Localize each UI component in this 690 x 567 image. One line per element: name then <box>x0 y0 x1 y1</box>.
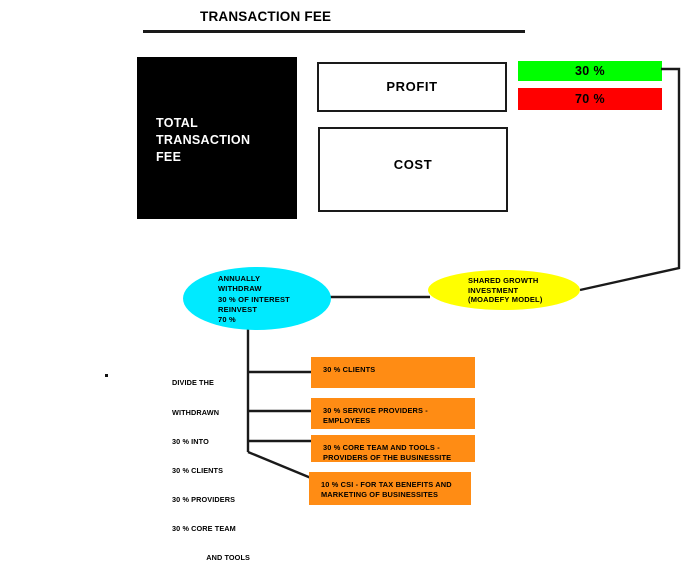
divide-legend-line: AND TOOLS <box>206 553 250 563</box>
total-transaction-fee-label: TOTAL TRANSACTION FEE <box>156 116 251 164</box>
allocation-label: 30 % CLIENTS <box>323 365 376 374</box>
allocation-label: 30 % SERVICE PROVIDERS - EMPLOYEES <box>323 406 428 425</box>
profit-box: PROFIT <box>317 62 507 112</box>
profit-percentage-chip: 30 % <box>518 61 662 81</box>
allocation-box-core-team-tools: 30 % CORE TEAM AND TOOLS - PROVIDERS OF … <box>311 435 475 462</box>
divide-legend-line: 30 % INTO <box>172 436 209 446</box>
divide-withdrawn-legend: DIVIDE THE WITHDRAWN 30 % INTO 30 % CLIE… <box>172 359 250 567</box>
divide-legend-line: 30 % CORE TEAM <box>172 523 236 533</box>
divide-legend-line: DIVIDE THE <box>172 378 214 388</box>
allocation-box-csi: 10 % CSI - FOR TAX BENEFITS AND MARKETIN… <box>309 472 471 505</box>
wire-branch-csi <box>247 450 312 480</box>
profit-label: PROFIT <box>386 79 438 94</box>
allocation-box-service-providers: 30 % SERVICE PROVIDERS - EMPLOYEES <box>311 398 475 429</box>
shared-growth-investment-label: SHARED GROWTH INVESTMENT (MOADEFY MODEL) <box>468 276 543 305</box>
allocation-label: 30 % CORE TEAM AND TOOLS - PROVIDERS OF … <box>323 443 452 462</box>
total-transaction-fee-box: TOTAL TRANSACTION FEE <box>137 57 297 219</box>
divide-legend-line: 30 % CLIENTS <box>172 465 224 475</box>
allocation-label: 10 % CSI - FOR TAX BENEFITS AND MARKETIN… <box>321 480 452 499</box>
annual-withdraw-label: ANNUALLY WITHDRAW 30 % OF INTEREST REINV… <box>218 274 290 325</box>
page-title: TRANSACTION FEE <box>200 9 332 24</box>
stray-dot-mark <box>105 374 108 377</box>
title-underline <box>143 30 525 33</box>
cost-box: COST <box>318 127 508 212</box>
allocation-box-clients: 30 % CLIENTS <box>311 357 475 388</box>
cost-label: COST <box>393 157 433 172</box>
shared-growth-investment-ellipse: SHARED GROWTH INVESTMENT (MOADEFY MODEL) <box>428 270 580 310</box>
annual-withdraw-ellipse: ANNUALLY WITHDRAW 30 % OF INTEREST REINV… <box>183 267 331 330</box>
divide-legend-line: 30 % PROVIDERS <box>172 494 236 504</box>
divide-legend-line: WITHDRAWN <box>172 407 220 417</box>
cost-percentage-chip: 70 % <box>518 88 662 110</box>
